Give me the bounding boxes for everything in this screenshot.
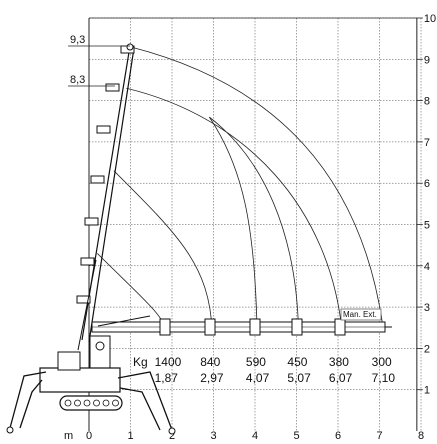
reach-curve-4: [113, 170, 213, 332]
outrigger-right-front: [119, 387, 161, 431]
height-label-9-3: 9,3: [70, 34, 85, 46]
reach-curve-0: [130, 46, 385, 332]
load-radius-3: 5,07: [287, 371, 311, 385]
y-tick-3: 3: [424, 302, 430, 314]
boom-tip: [126, 43, 134, 51]
y-tick-7: 7: [424, 137, 430, 149]
jib-section-3: [291, 318, 303, 336]
track: [59, 395, 123, 411]
x-tick-1: 1: [128, 430, 134, 439]
pad-right: [168, 427, 176, 435]
track-wheel-5: [112, 399, 119, 407]
track-wheel-1: [74, 399, 81, 407]
load-kg-4: 380: [329, 355, 349, 369]
boom-inner: [88, 47, 135, 343]
x-tick-3: 3: [211, 430, 217, 439]
turret-pivot: [95, 341, 105, 351]
load-kg-2: 590: [246, 355, 266, 369]
boom-joint-2: [96, 125, 111, 134]
jib-link: [97, 315, 151, 327]
crane-drawing: [6, 43, 392, 435]
x-tick-7: 7: [377, 430, 383, 439]
reach-curve-3: [209, 116, 299, 332]
y-tick-5: 5: [424, 220, 430, 232]
y-tick-2: 2: [424, 343, 430, 355]
jib-section-0: [159, 318, 171, 336]
track-wheel-0: [64, 399, 72, 407]
y-tick-10: 10: [424, 13, 436, 25]
x-tick-5: 5: [294, 430, 300, 439]
x-tick-4: 4: [252, 430, 258, 439]
lift-cylinder: [77, 259, 97, 351]
outrigger-left-rear: [9, 371, 47, 429]
y-tick-6: 6: [424, 178, 430, 190]
x-tick-2: 2: [169, 430, 175, 439]
track-wheel-3: [93, 399, 100, 407]
man-ext-label: Man. Ext.: [343, 310, 377, 319]
boom-joint-4: [84, 217, 99, 226]
y-tick-1: 1: [424, 385, 430, 397]
load-kg-5: 300: [372, 355, 392, 369]
y-tick-8: 8: [424, 96, 430, 108]
load-radius-4: 6,07: [329, 371, 353, 385]
x-unit-label: m: [64, 430, 73, 439]
load-table: 1400 1,87 840 2,97 590 4,07 450 5,07 380 6,07 300 7…: [155, 355, 396, 385]
load-radius-5: 7,10: [372, 371, 396, 385]
reach-curve-1: [126, 87, 343, 332]
labels: 9,3 8,3 Kg 14001,878402,975904,074505,07…: [64, 34, 396, 442]
reach-curves: [97, 46, 385, 332]
track-wheel-2: [83, 399, 91, 407]
jib-section-2: [249, 318, 261, 336]
track-wheel-4: [102, 399, 110, 407]
load-radius-0: 1,87: [155, 371, 179, 385]
jib-section-1: [204, 318, 216, 336]
reach-curve-2: [209, 116, 258, 332]
outrigger-left-front: [19, 379, 43, 429]
y-tick-9: 9: [424, 54, 430, 66]
jib-section-4: [334, 318, 346, 336]
boom-joint-5: [80, 257, 95, 266]
boom-joint-3: [90, 175, 105, 184]
man-ext-box: [340, 308, 382, 321]
load-kg-3: 450: [287, 355, 307, 369]
height-label-8-3: 8,3: [70, 74, 85, 86]
operator-cab: [57, 351, 81, 371]
load-radius-1: 2,97: [200, 371, 224, 385]
x-tick-8: 8: [418, 430, 424, 439]
pad-left: [6, 426, 14, 434]
x-tick-0: 0: [86, 430, 92, 439]
boom-joint-6: [76, 295, 91, 304]
load-kg-1: 840: [200, 355, 220, 369]
kg-header: Kg: [133, 355, 148, 369]
x-tick-6: 6: [335, 430, 341, 439]
load-radius-2: 4,07: [246, 371, 270, 385]
reach-curve-5: [97, 253, 167, 332]
boom-joint-1: [105, 83, 120, 92]
y-tick-4: 4: [424, 261, 430, 273]
grid: 1 2 3 4 5 6 7 8 9 10 0 1 2 3 4 5 6 7 8: [86, 13, 436, 442]
load-kg-0: 1400: [155, 355, 182, 369]
outrigger-right-rear: [117, 371, 173, 431]
crane-body: [39, 367, 121, 393]
